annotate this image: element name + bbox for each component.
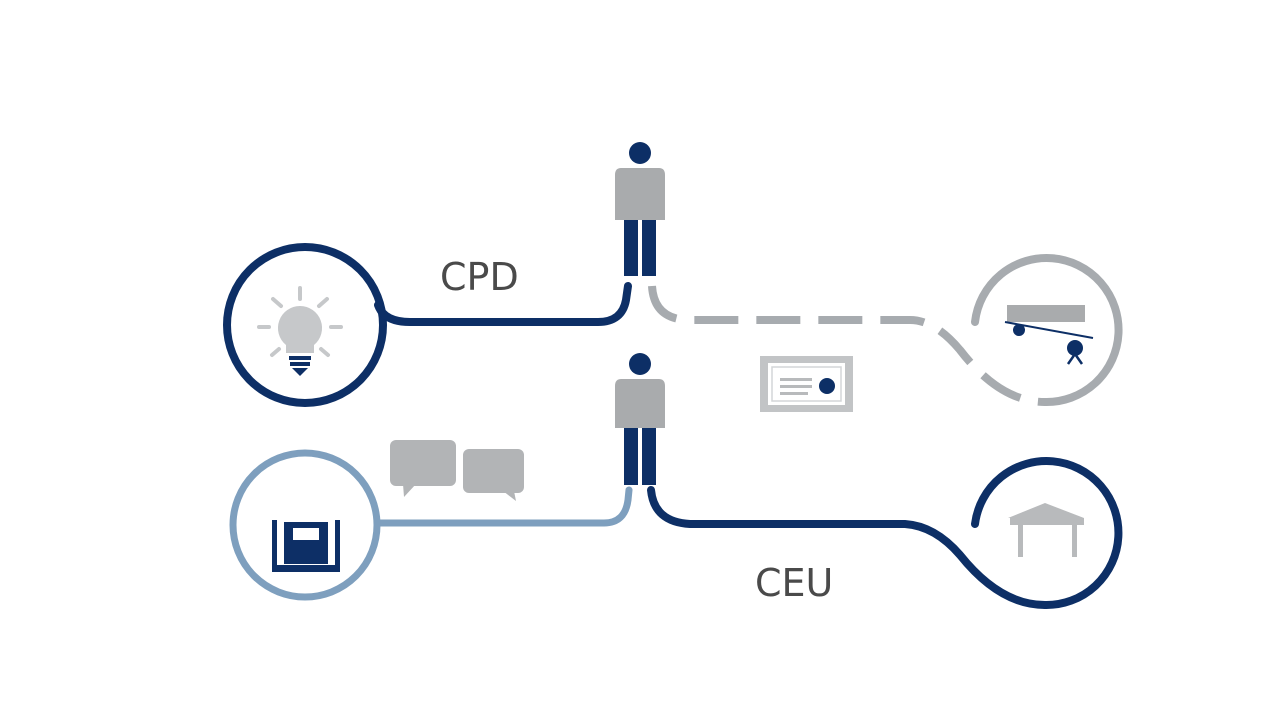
lightbulb-icon <box>257 286 343 376</box>
ceu-label: CEU <box>755 561 833 605</box>
seminar-icon <box>1004 305 1094 365</box>
book-icon <box>272 520 340 572</box>
top-left-node <box>223 243 387 407</box>
top-left-ring <box>223 243 387 407</box>
bottom-right-ring <box>971 457 1123 610</box>
top-left-connector <box>374 282 632 326</box>
speech-bubbles-icon <box>390 440 524 501</box>
certificate-icon <box>760 356 853 412</box>
pavilion-icon <box>1008 503 1084 557</box>
top-right-dashed-connector <box>648 285 1046 406</box>
bottom-left-connector <box>373 486 633 527</box>
cpd-label: CPD <box>440 255 519 299</box>
bottom-right-connector <box>647 486 1049 609</box>
person-icon-second <box>615 353 665 485</box>
top-right-ring <box>971 254 1123 407</box>
person-icon <box>615 142 665 276</box>
